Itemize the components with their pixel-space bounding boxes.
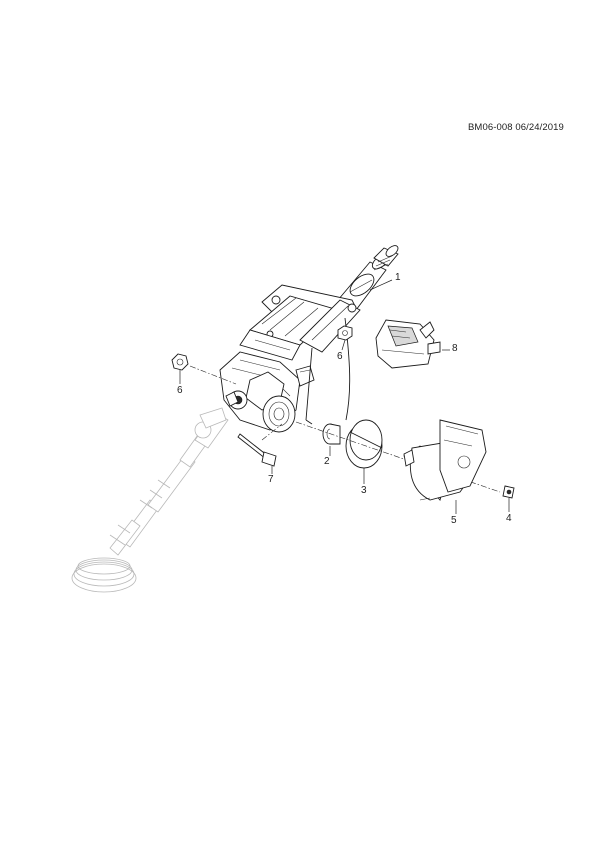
steering-wheel-outline [71,557,137,593]
centerline-nut-left [189,365,237,385]
ring-part-3 [345,419,383,469]
callout-7: 7 [268,474,274,485]
callout-2: 2 [324,456,330,467]
column-mounting-bracket [239,284,361,361]
bushing-part-2 [322,423,341,445]
module-part-8 [375,319,441,369]
intermediate-shaft [109,407,229,556]
bolt-part-7 [237,433,277,467]
document-id-stamp: BM06-008 06/24/2019 [468,122,564,133]
callout-6-upper: 6 [337,351,343,362]
callout-8: 8 [452,343,458,354]
motor-part-5 [403,419,487,501]
callout-6-left: 6 [177,385,183,396]
nut-part-6-upper [337,325,353,341]
screw-part-4 [502,485,515,499]
nut-part-6-left [171,353,189,371]
centerline-bolt-7 [261,423,283,441]
callout-5: 5 [451,515,457,526]
column-upper-shaft [337,245,399,311]
centerline-motor [295,421,501,493]
steering-gear-housing [219,351,315,433]
callout-leaders [179,279,510,514]
callout-1: 1 [395,272,401,283]
callout-3: 3 [361,485,367,496]
callout-4: 4 [506,513,512,524]
